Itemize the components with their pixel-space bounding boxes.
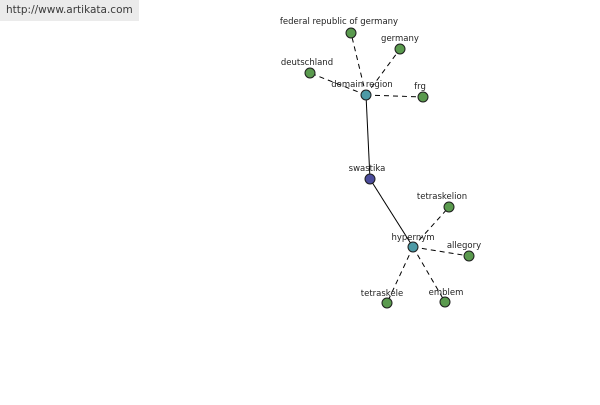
node-germany[interactable]: [394, 43, 406, 55]
watermark-url-link[interactable]: http://www.artikata.com: [0, 0, 139, 21]
label-tetraskele: tetraskele: [361, 289, 403, 299]
edge-domain-frg: [365, 94, 424, 98]
node-tetraskele[interactable]: [381, 297, 393, 309]
node-center-swastika[interactable]: [364, 173, 376, 185]
edge-swastika-domain: [365, 94, 371, 180]
label-relation-hypernym: hypernym: [391, 233, 434, 243]
edge-domain-deutschland: [309, 72, 367, 96]
node-deutschland[interactable]: [304, 67, 316, 79]
graph-edges: [309, 32, 470, 304]
node-federal-republic-of-germany[interactable]: [345, 27, 357, 39]
label-relation-domain: domain region: [331, 80, 392, 90]
edge-hypernym-tetraskele: [386, 246, 414, 304]
node-allegory[interactable]: [463, 250, 475, 262]
label-allegory: allegory: [447, 241, 481, 251]
edge-swastika-hypernym: [369, 178, 414, 248]
label-federal-republic-of-germany: federal republic of germany: [280, 17, 398, 27]
graph-labels: swastika domain region hypernym federal rep…: [280, 17, 481, 299]
node-relation-domain[interactable]: [360, 89, 372, 101]
node-emblem[interactable]: [439, 296, 451, 308]
label-emblem: emblem: [429, 288, 464, 298]
label-center-swastika: swastika: [349, 164, 386, 174]
edge-hypernym-emblem: [412, 246, 446, 303]
node-tetraskelion[interactable]: [443, 201, 455, 213]
graph-nodes: [304, 27, 475, 309]
label-germany: germany: [381, 34, 419, 44]
node-relation-hypernym[interactable]: [407, 241, 419, 253]
label-deutschland: deutschland: [281, 58, 333, 68]
edge-domain-federal-republic-of-germany: [350, 32, 367, 96]
edge-domain-germany: [365, 48, 401, 96]
label-tetraskelion: tetraskelion: [417, 192, 467, 202]
label-frg: frg: [414, 82, 426, 92]
node-frg[interactable]: [417, 91, 429, 103]
edge-hypernym-allegory: [412, 246, 470, 257]
